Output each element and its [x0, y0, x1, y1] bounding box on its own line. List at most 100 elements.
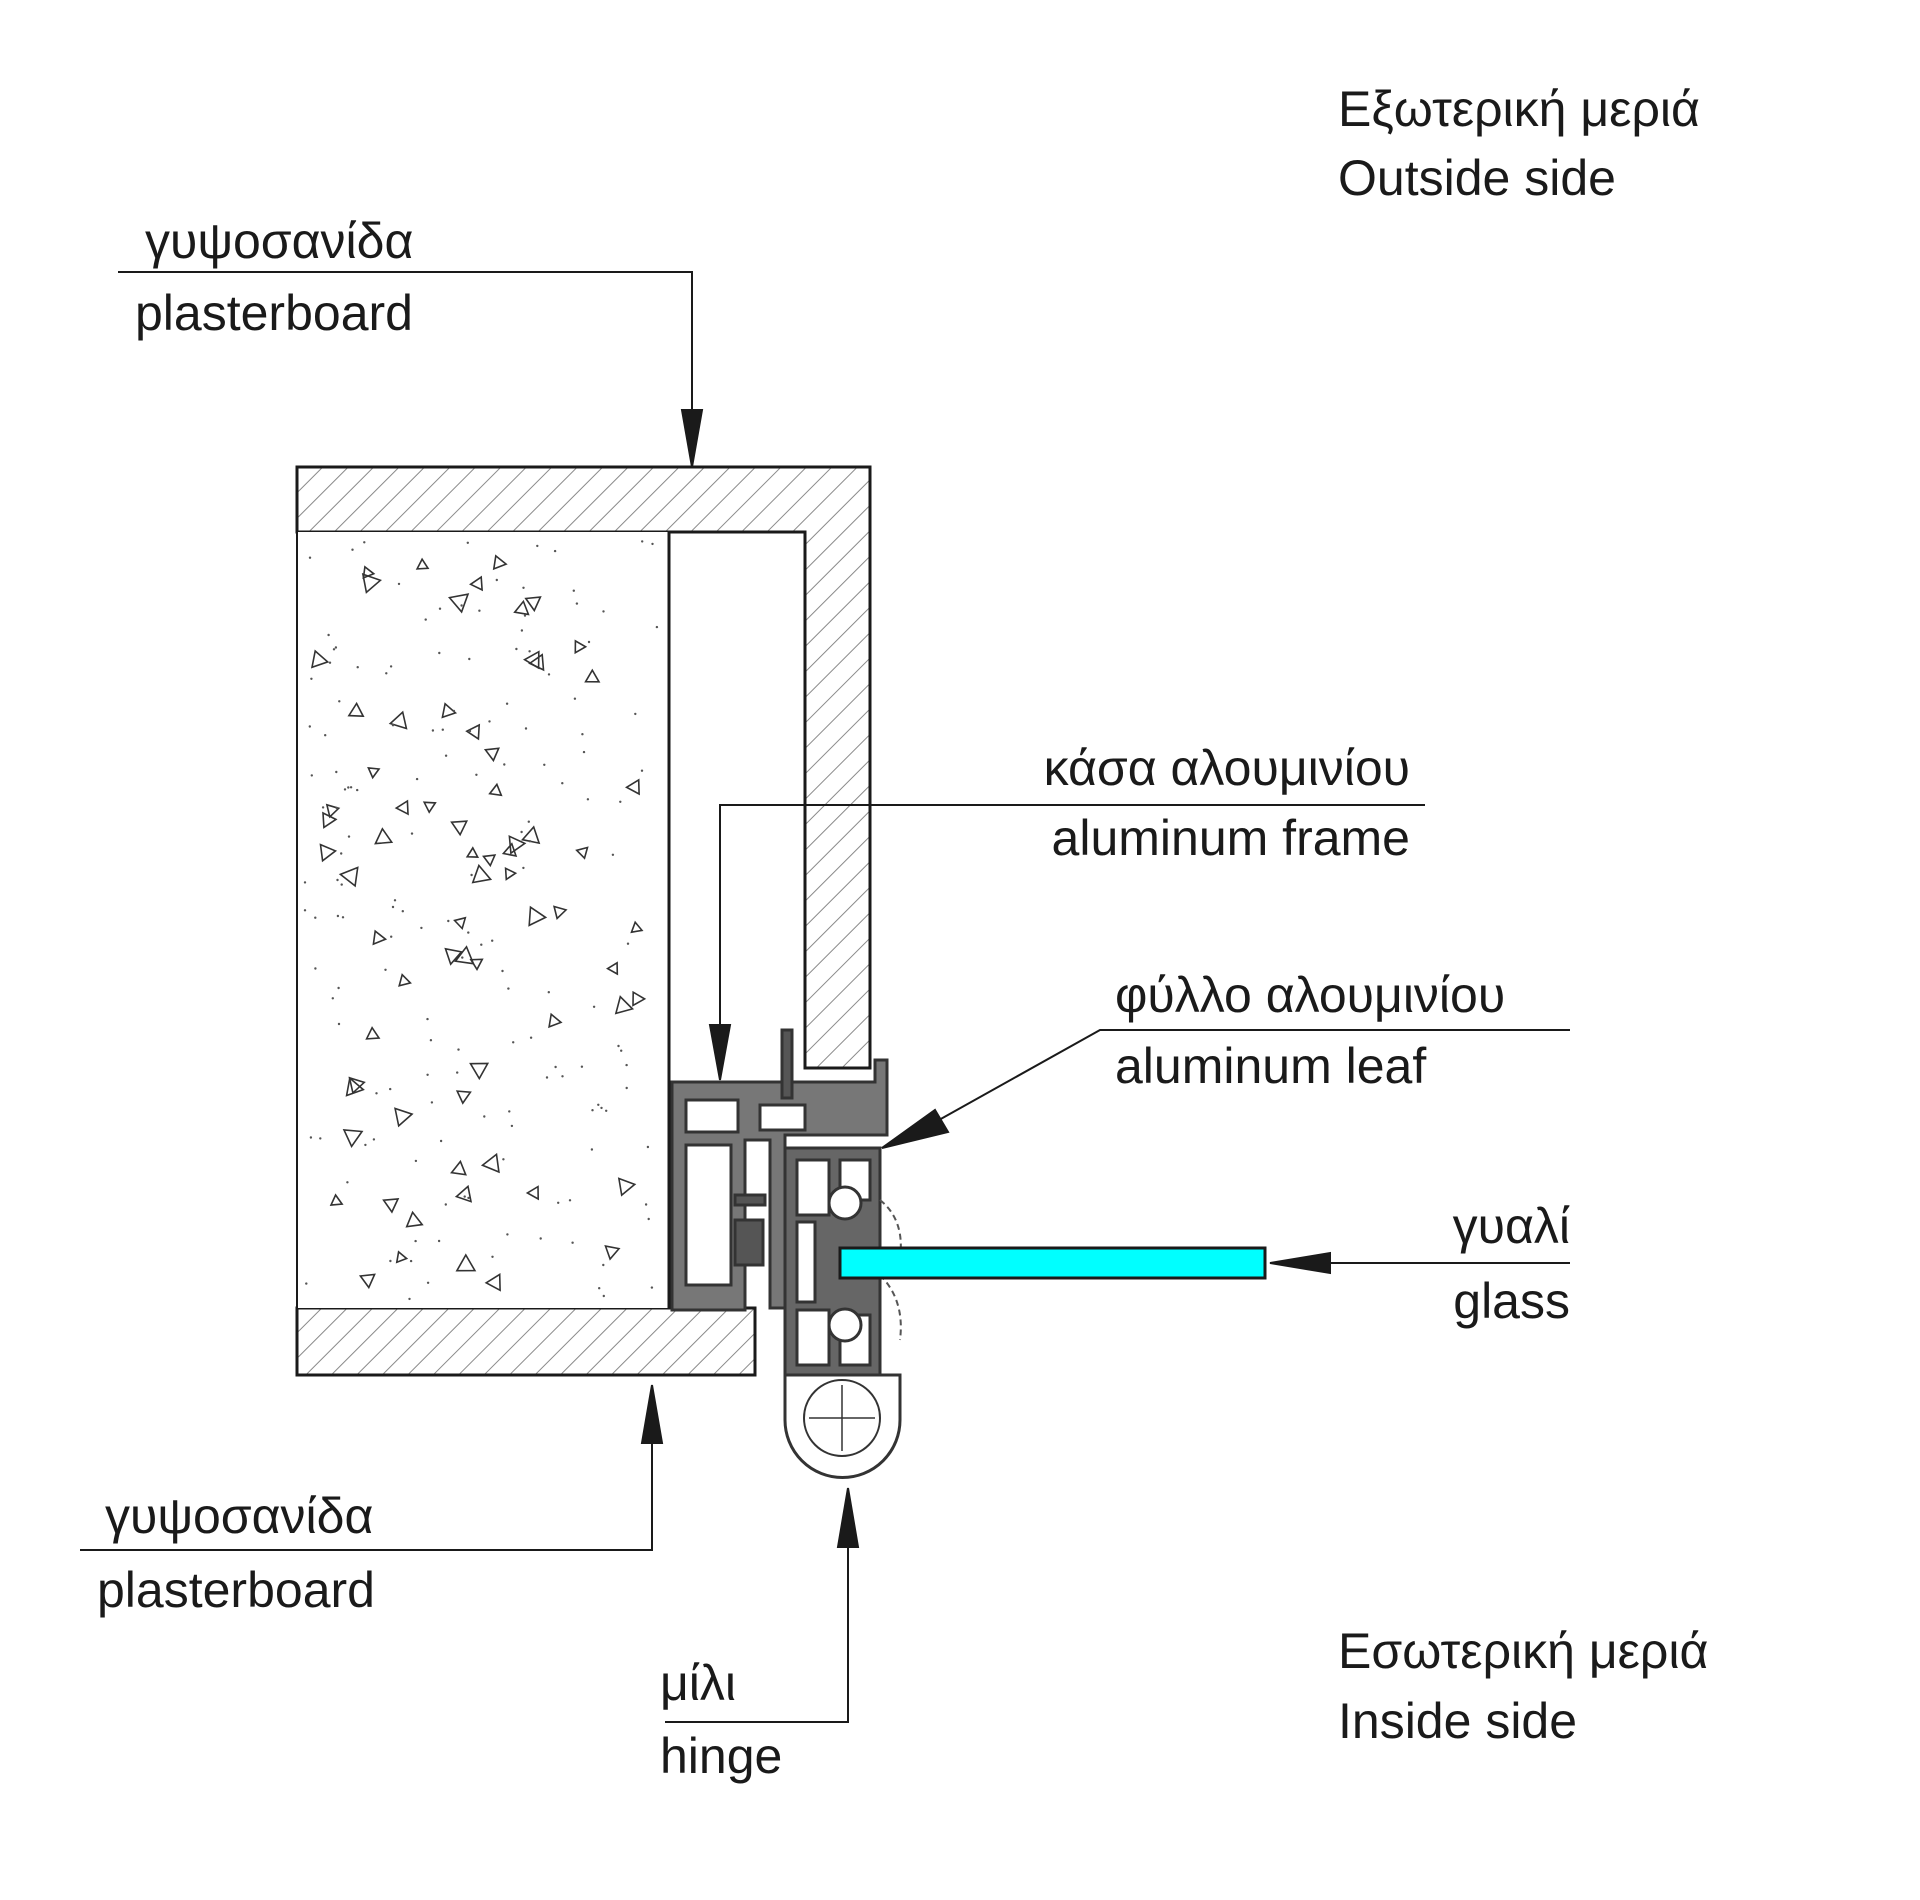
concrete-dot — [303, 881, 307, 884]
concrete-dot — [310, 774, 313, 777]
concrete-dot — [617, 1044, 620, 1048]
concrete-dot — [319, 1137, 322, 1140]
concrete-dot — [391, 905, 395, 909]
concrete-aggregate — [453, 945, 475, 965]
concrete-dot — [331, 997, 334, 1000]
concrete-aggregate — [524, 596, 542, 613]
concrete-dot — [543, 763, 546, 766]
glass-pane — [838, 1246, 1267, 1280]
concrete-dot — [470, 873, 473, 877]
aluminum-leaf-label-gr: φύλλο αλουμινίου — [1115, 967, 1505, 1023]
concrete-dot — [655, 625, 659, 629]
concrete-dot — [310, 677, 313, 680]
concrete-dot — [572, 589, 575, 592]
concrete-dot — [337, 986, 340, 990]
glass-label-en: glass — [1453, 1273, 1570, 1329]
concrete-dot — [389, 665, 393, 668]
concrete-dot — [468, 729, 472, 733]
concrete-aggregate — [398, 973, 412, 987]
concrete-dot — [389, 1259, 392, 1263]
concrete-aggregate — [492, 554, 508, 571]
concrete-dot — [644, 1203, 648, 1206]
concrete-dot — [587, 640, 591, 644]
concrete-dot — [515, 647, 518, 651]
concrete-dot — [491, 1255, 494, 1259]
concrete-aggregate — [342, 1128, 364, 1149]
concrete-dot — [346, 1181, 349, 1184]
concrete-dot — [327, 633, 330, 637]
concrete-dot — [582, 750, 586, 754]
concrete-dot — [557, 1201, 560, 1205]
inside-side-label-en: Inside side — [1338, 1693, 1577, 1749]
concrete-dot — [303, 909, 307, 912]
concrete-dot — [641, 540, 644, 543]
concrete-aggregate — [504, 866, 518, 881]
concrete-dot — [488, 720, 491, 723]
concrete-dot — [441, 728, 444, 731]
concrete-aggregate — [367, 766, 381, 780]
concrete-aggregate — [501, 842, 518, 857]
concrete-aggregate — [480, 1152, 500, 1174]
concrete-dot — [598, 1287, 601, 1290]
concrete-aggregate — [632, 990, 647, 1007]
concrete-dot — [335, 770, 338, 774]
concrete-dot — [634, 712, 637, 716]
concrete-dot — [581, 733, 584, 736]
plasterboard-bottom — [295, 1306, 757, 1377]
aluminum-leaf-label-en: aluminum leaf — [1115, 1038, 1426, 1094]
concrete-aggregate — [388, 710, 408, 730]
concrete-aggregate — [361, 572, 382, 594]
concrete-aggregate — [528, 905, 548, 927]
concrete-dot — [457, 1048, 460, 1051]
concrete-aggregate — [453, 916, 467, 931]
concrete-dot — [491, 939, 494, 942]
concrete-aggregate — [513, 599, 530, 616]
concrete-dot — [430, 1101, 434, 1104]
concrete-dot — [375, 1092, 378, 1095]
concrete-dot — [314, 916, 317, 919]
concrete-aggregate — [395, 1250, 409, 1264]
concrete-aggregate — [322, 811, 338, 829]
plasterboard-bottom-label-en: plasterboard — [97, 1562, 375, 1618]
concrete-dot — [409, 1259, 413, 1263]
concrete-dot — [341, 916, 345, 919]
concrete-aggregate — [405, 1210, 424, 1228]
concrete-dot — [408, 1297, 411, 1301]
concrete-dot — [646, 1145, 650, 1149]
concrete-aggregate — [548, 1012, 563, 1029]
outside-side-label-en: Outside side — [1338, 150, 1616, 206]
leader-plaster-top — [118, 271, 704, 468]
concrete-wall — [296, 532, 671, 1308]
concrete-aggregate — [310, 649, 330, 669]
hinge-label-gr: μίλι — [660, 1655, 736, 1711]
concrete-dot — [356, 666, 359, 669]
concrete-aggregate — [422, 801, 437, 814]
concrete-dot — [590, 1148, 594, 1151]
concrete-dot — [364, 1143, 367, 1147]
concrete-aggregate — [374, 827, 394, 845]
concrete-dot — [460, 604, 463, 607]
concrete-aggregate — [630, 920, 644, 934]
concrete-aggregate — [482, 854, 497, 868]
concrete-aggregate — [415, 557, 430, 570]
concrete-aggregate — [329, 1193, 344, 1207]
concrete-dot — [605, 1109, 608, 1113]
concrete-dot — [522, 586, 525, 589]
concrete-dot — [527, 820, 530, 823]
concrete-dot — [461, 956, 464, 959]
concrete-aggregate — [575, 846, 589, 860]
concrete-aggregate — [362, 565, 376, 580]
concrete-dot — [439, 1139, 443, 1143]
concrete-dot — [480, 943, 483, 946]
concrete-dot — [309, 1136, 313, 1139]
plasterboard-top-label-en: plasterboard — [135, 285, 413, 341]
concrete-dot — [506, 1233, 509, 1236]
concrete-dot — [393, 899, 397, 902]
concrete-dot — [520, 629, 524, 632]
concrete-dot — [611, 853, 615, 856]
concrete-dot — [575, 602, 579, 605]
concrete-aggregate — [450, 820, 469, 837]
concrete-dot — [586, 798, 590, 801]
concrete-dot — [507, 987, 510, 990]
concrete-dot — [524, 727, 528, 730]
